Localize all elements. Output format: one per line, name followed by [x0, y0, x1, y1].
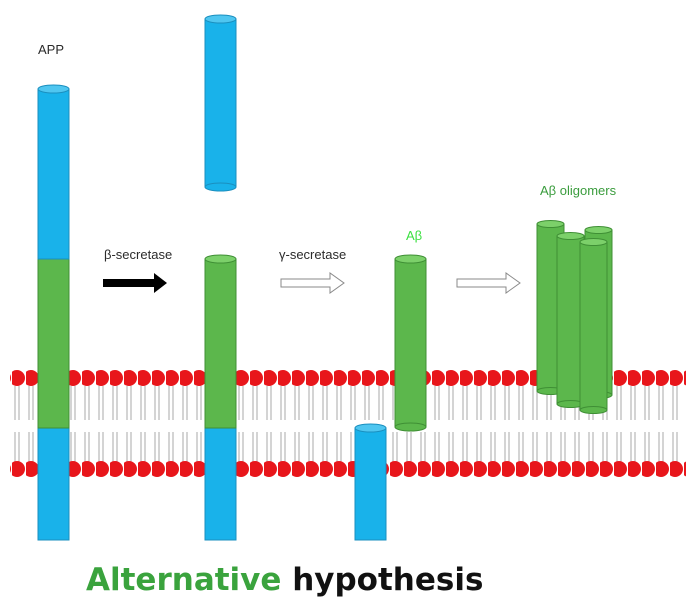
lipid-heads-lower — [10, 459, 686, 479]
caption-word-alternative: Alternative — [86, 562, 282, 598]
oligomer-cylinder-4 — [579, 238, 608, 414]
gamma-secretase-arrow — [280, 272, 345, 294]
beta-secretase-arrow — [103, 273, 167, 293]
caption: Alternative hypothesis — [86, 562, 483, 598]
app-protein — [37, 84, 70, 541]
abeta-oligomers-label: Aβ oligomers — [540, 183, 617, 198]
lipid-tails-lower — [10, 430, 686, 464]
abeta-monomer — [394, 254, 427, 432]
beta-secretase-label: β-secretase — [104, 247, 173, 262]
oligomerization-arrow — [456, 272, 521, 294]
lipid-heads-upper — [10, 368, 686, 388]
abeta-label: Aβ — [406, 228, 423, 243]
cleaved-n-terminal-fragment — [204, 14, 237, 192]
c-terminal-fragment — [204, 254, 237, 541]
abeta-oligomers — [536, 220, 613, 414]
caption-word-hypothesis: hypothesis — [292, 562, 484, 598]
gamma-secretase-label: γ-secretase — [279, 247, 347, 262]
aicd-fragment — [354, 423, 387, 541]
app-label: APP — [38, 42, 65, 57]
